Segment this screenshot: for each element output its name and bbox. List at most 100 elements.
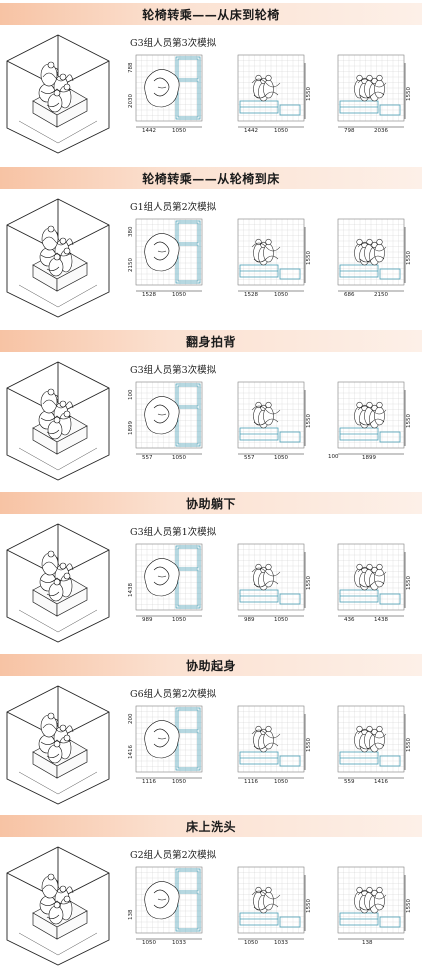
dimension-label: 2030 (128, 94, 134, 108)
dimension-label: 2150 (374, 292, 388, 298)
dimension-label: 100 (328, 454, 339, 460)
height-dimension-label: 1550 (406, 87, 412, 101)
isometric-room-sketch (6, 361, 110, 481)
dimension-label: 436 (344, 617, 355, 623)
dimension-label: 1438 (374, 617, 388, 623)
side-elevation-panel: 436 1438 1550 (332, 542, 412, 624)
height-dimension-label: 1550 (306, 738, 312, 752)
section-header: 轮椅转乘——从床到轮椅 (0, 3, 422, 25)
drawing-svg (135, 54, 203, 128)
dimension-label: 1416 (128, 745, 134, 759)
height-dimension-label: 1550 (306, 251, 312, 265)
height-dimension-label: 1550 (306, 899, 312, 913)
dimension-label: 1050 (274, 617, 288, 623)
height-dimension-label: 1550 (406, 576, 412, 590)
dimension-label: 200 (128, 713, 134, 725)
height-dimension-label: 1550 (306, 576, 312, 590)
dimension-label: 1050 (274, 779, 288, 785)
section-header: 协助躺下 (0, 492, 422, 514)
drawing-svg (337, 381, 406, 455)
dimension-label: 557 (244, 455, 255, 461)
dimension-label: 2150 (128, 258, 134, 272)
isometric-room-sketch (6, 685, 110, 805)
isometric-room-sketch (6, 523, 110, 643)
dimension-label: 1116 (244, 779, 258, 785)
drawing-svg (337, 543, 406, 617)
isometric-room-sketch (6, 34, 110, 154)
height-dimension-label: 1550 (306, 87, 312, 101)
height-dimension-label: 1550 (406, 414, 412, 428)
section-title: 协助躺下 (185, 497, 236, 511)
drawing-svg (237, 705, 306, 779)
dimension-label: 1050 (172, 455, 186, 461)
drawing-svg (237, 866, 306, 940)
section-title: 协助起身 (185, 659, 236, 673)
height-dimension-label: 1550 (406, 738, 412, 752)
dimension-label: 1116 (142, 779, 156, 785)
height-dimension-label: 1550 (406, 251, 412, 265)
dimension-label: 1050 (274, 455, 288, 461)
dimension-label: 1899 (362, 455, 376, 461)
drawing-svg (337, 54, 406, 128)
drawing-svg (135, 705, 203, 779)
dimension-label: 788 (128, 62, 134, 74)
height-dimension-label: 1550 (406, 899, 412, 913)
simulation-label: G2组人员第2次模拟 (130, 850, 217, 861)
elevation-view-panel: 1116 1050 1550 (232, 704, 312, 786)
drawing-svg (337, 705, 406, 779)
drawing-svg (237, 218, 306, 292)
dimension-label: 1050 (274, 292, 288, 298)
dimension-label: 138 (128, 909, 134, 921)
dimension-label: 1050 (172, 617, 186, 623)
dimension-label: 1050 (172, 779, 186, 785)
elevation-view-panel: 1528 1050 1550 (232, 217, 312, 299)
dimension-label: 798 (344, 128, 355, 134)
simulation-label: G3组人员第3次模拟 (130, 365, 217, 376)
drawing-svg (135, 543, 203, 617)
drawing-svg (237, 381, 306, 455)
simulation-label: G1组人员第2次模拟 (130, 202, 217, 213)
drawing-svg (135, 381, 203, 455)
simulation-label: G3组人员第3次模拟 (130, 38, 217, 49)
drawing-svg (337, 866, 406, 940)
dimension-label: 1438 (128, 583, 134, 597)
drawing-svg (135, 866, 203, 940)
drawing-svg (337, 218, 406, 292)
dimension-label: 557 (142, 455, 153, 461)
section-header: 翻身拍背 (0, 330, 422, 352)
dimension-label: 686 (344, 292, 355, 298)
dimension-label: 989 (142, 617, 153, 623)
dimension-label: 1528 (142, 292, 156, 298)
side-elevation-panel: 686 2150 1550 (332, 217, 412, 299)
dimension-label: 1416 (374, 779, 388, 785)
dimension-label: 1050 (142, 940, 156, 946)
side-elevation-panel: 1899 1550 100 (328, 380, 412, 462)
dimension-label: 1442 (142, 128, 156, 134)
plan-view-panel: 1442 1050 788 2030 (128, 53, 204, 135)
section-header: 协助起身 (0, 654, 422, 676)
dimension-label: 1528 (244, 292, 258, 298)
section-title: 轮椅转乘——从轮椅到床 (142, 172, 280, 186)
simulation-label: G3组人员第1次模拟 (130, 527, 217, 538)
dimension-label: 1050 (172, 128, 186, 134)
plan-view-panel: 989 1050 1438 (128, 542, 204, 624)
dimension-label: 1442 (244, 128, 258, 134)
section-title: 翻身拍背 (185, 335, 236, 349)
dimension-label: 1050 (244, 940, 258, 946)
section-title: 床上洗头 (185, 820, 236, 834)
isometric-room-sketch (6, 198, 110, 318)
height-dimension-label: 1550 (306, 414, 312, 428)
dimension-label: 1899 (128, 421, 134, 435)
dimension-label: 1050 (172, 292, 186, 298)
